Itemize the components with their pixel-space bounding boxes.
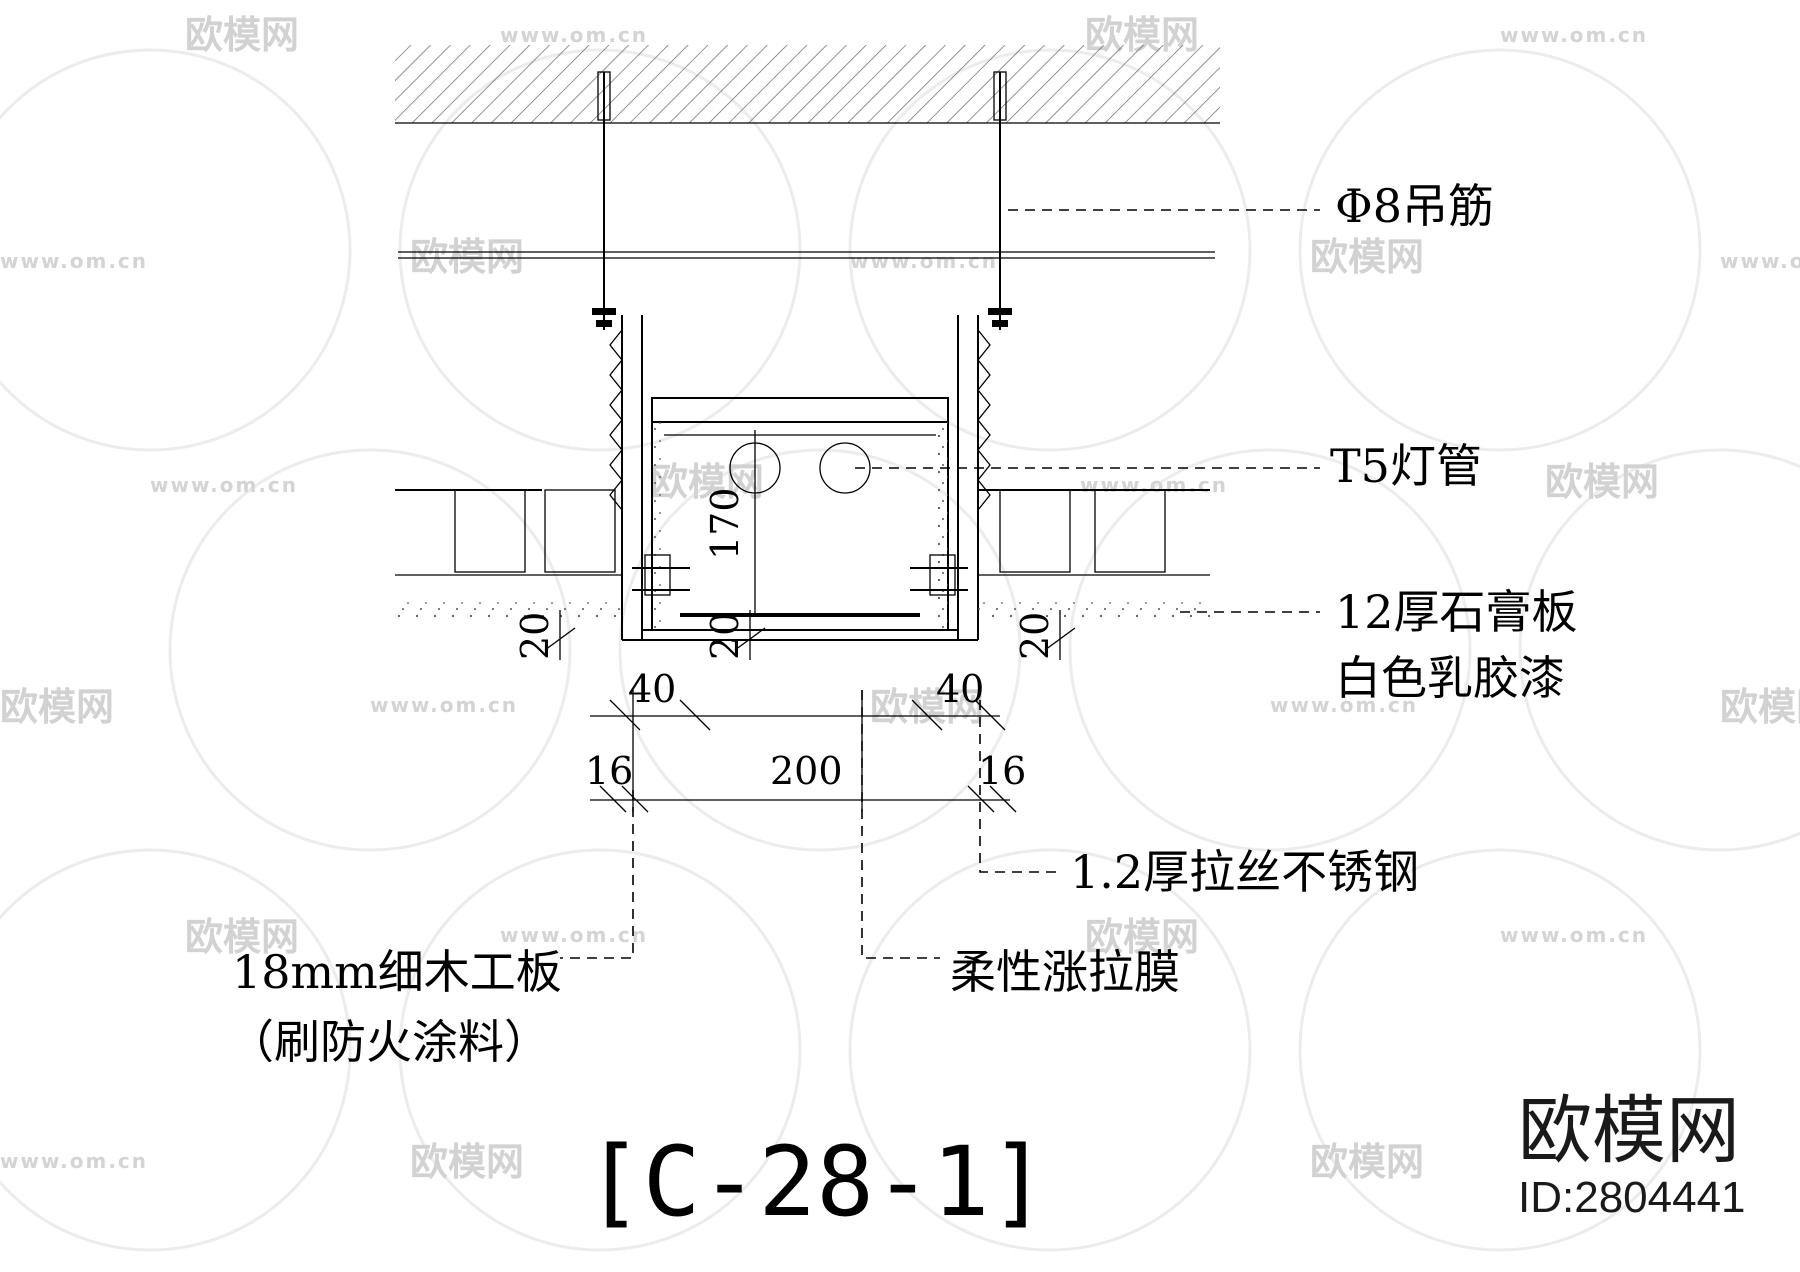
label-hanger-rod: Φ8吊筋 [1335,179,1494,233]
dim-20-right: 20 [1013,612,1057,660]
dim-16-left: 16 [585,749,633,793]
watermark-url: www.om.cn [150,473,298,497]
dimension-labels: 170 20 20 20 40 40 16 200 16 [513,487,1057,793]
dim-16-right: 16 [978,749,1026,793]
brand-id: ID:2804441 [1518,1173,1746,1222]
dimension-lines [544,430,1076,813]
watermark-url: www.om.cn [850,249,998,273]
watermark-logo: 欧模网 [1310,1140,1424,1184]
watermark-url: www.om.cn [1080,473,1228,497]
watermark-logo: 欧模网 [410,235,524,279]
watermark-url: www.om.cn [500,923,648,947]
watermark-logo: 欧模网 [1545,460,1659,504]
watermark-logo: 欧模网 [0,685,114,729]
label-gypsum-board: 12厚石膏板 [1335,585,1578,639]
light-box [609,315,991,641]
concrete-slab [395,45,1220,124]
watermark-logo: 欧模网 [1720,685,1800,729]
watermark-pattern [0,48,1800,1252]
brand-name: 欧模网 [1518,1088,1740,1174]
gypsum-ceiling [395,489,1210,618]
dim-20-middle: 20 [703,612,747,660]
watermark-logo: 欧模网 [410,1140,524,1184]
watermark-url: www.om.cn [1500,23,1648,47]
label-stainless-steel: 1.2厚拉丝不锈钢 [1070,845,1419,899]
hanger-rods [398,71,1215,330]
label-latex-paint: 白色乳胶漆 [1335,651,1565,705]
label-lamp-tube: T5灯管 [1330,439,1482,493]
watermark-logos: 欧模网 欧模网 欧模网 欧模网 欧模网 欧模网 欧模网 欧模网 欧模网 欧模网 … [0,13,1800,1184]
drawing-code: [C-28-1] [585,1126,1047,1238]
dim-200: 200 [770,749,843,793]
label-stretch-film: 柔性涨拉膜 [950,945,1180,999]
callout-labels: Φ8吊筋 T5灯管 12厚石膏板 白色乳胶漆 1.2厚拉丝不锈钢 18mm细木工… [228,179,1578,1069]
label-blockboard: 18mm细木工板 [232,945,562,999]
watermark-url: www.om.cn [370,693,518,717]
watermark-logo: 欧模网 [1310,235,1424,279]
label-fireproof-coating: （刷防火涂料） [228,1015,550,1069]
dim-40-left: 40 [628,667,676,711]
dim-40-right: 40 [936,667,984,711]
watermark-logo: 欧模网 [185,915,299,959]
watermark-url: www.om.cn [1720,249,1800,273]
dim-20-left: 20 [513,612,557,660]
watermark-logo: 欧模网 [650,460,764,504]
watermark-logo: 欧模网 [870,685,984,729]
watermark-logo: 欧模网 [1085,915,1199,959]
watermark-url: www.om.cn [1270,693,1418,717]
watermark-url: www.om.cn [0,249,148,273]
watermark-url: www.om.cn [500,23,648,47]
watermark-url: www.om.cn [0,1149,148,1173]
watermark-url: www.om.cn [1500,923,1648,947]
watermark-logo: 欧模网 [185,13,299,57]
dim-170: 170 [703,487,747,560]
